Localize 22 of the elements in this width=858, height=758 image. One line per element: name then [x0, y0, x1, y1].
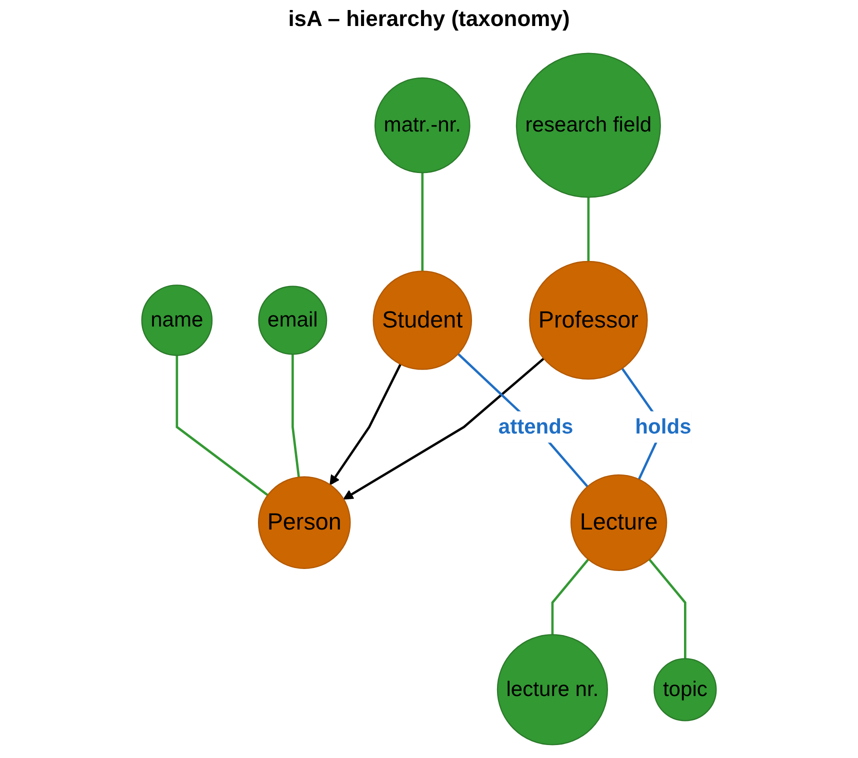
node-circle: Professor — [529, 260, 648, 380]
edge-label: holds — [635, 414, 692, 438]
node-circle: research field — [516, 52, 661, 198]
connector — [551, 558, 590, 635]
arrow — [343, 358, 545, 500]
node-circle: Lecture — [570, 474, 668, 572]
arrow — [330, 364, 402, 486]
node-circle: Student — [372, 270, 472, 370]
connector — [457, 353, 588, 488]
connector — [648, 558, 686, 659]
connector — [176, 355, 268, 496]
node-circle: topic — [654, 658, 717, 722]
connector — [292, 354, 300, 478]
diagram-note: isA – hierarchy (taxonomy) — [288, 6, 570, 31]
node-circle: lecture nr. — [496, 634, 608, 746]
edge-label: attends — [498, 414, 574, 438]
node-circle: name — [141, 284, 213, 356]
connector — [587, 197, 590, 262]
node-circle: matr.-nr. — [374, 77, 470, 174]
node-circle: email — [258, 286, 328, 355]
connector — [421, 172, 424, 272]
node-circle: Person — [258, 476, 351, 570]
